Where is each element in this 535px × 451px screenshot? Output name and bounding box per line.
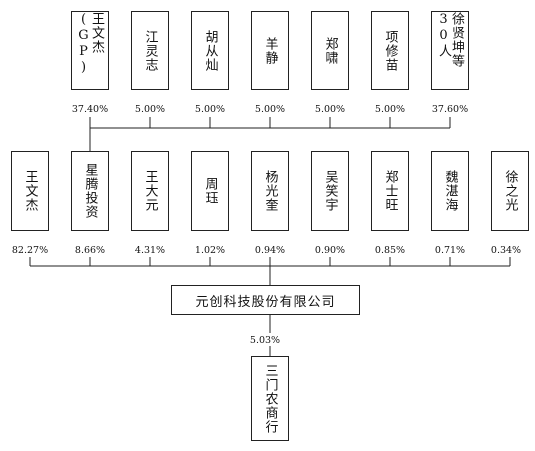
stake-label: 5.00%	[194, 104, 226, 115]
shareholder-name: 魏湛海	[442, 170, 458, 212]
company-box: 元创科技股份有限公司	[171, 285, 360, 315]
stake-label: 0.34%	[490, 245, 522, 256]
stake-label: 5.00%	[374, 104, 406, 115]
stake-label: 8.66%	[74, 245, 106, 256]
shareholder-name: 星腾投资	[82, 163, 98, 219]
shareholder-name: 郑士旺	[382, 170, 398, 212]
shareholder-box-wang-wenjie-gp: 王文杰(GP)	[71, 11, 109, 90]
target-name: 三门农商行	[262, 363, 278, 434]
shareholder-name: 胡从灿	[202, 29, 218, 72]
shareholder-box-xu-zhiguang: 徐之光	[491, 151, 529, 231]
shareholder-box-zhou-jue: 周珏	[191, 151, 229, 231]
stake-label: 1.02%	[194, 245, 226, 256]
company-name: 元创科技股份有限公司	[195, 294, 336, 310]
stake-label: 0.71%	[434, 245, 466, 256]
shareholder-name: 王大元	[142, 170, 158, 212]
shareholder-name: 杨光奎	[262, 170, 278, 212]
stake-label: 5.00%	[254, 104, 286, 115]
shareholder-box-wu-xiaoyu: 吴笑宇	[311, 151, 349, 231]
shareholder-box-hu-congcan: 胡从灿	[191, 11, 229, 90]
stake-label: 5.00%	[314, 104, 346, 115]
holding-stake-label: 5.03%	[249, 335, 281, 346]
stake-label: 37.60%	[431, 104, 469, 115]
shareholder-name: 徐之光	[502, 170, 518, 212]
shareholder-box-xu-xiankun-group: 徐贤坤等30人	[431, 11, 469, 90]
stake-label: 0.85%	[374, 245, 406, 256]
stake-label: 82.27%	[11, 245, 49, 256]
shareholder-box-yang-jing: 羊静	[251, 11, 289, 90]
shareholder-box-xiang-xiumiao: 项修苗	[371, 11, 409, 90]
shareholder-name: 江灵志	[142, 29, 158, 72]
stake-label: 5.00%	[134, 104, 166, 115]
shareholder-box-xingteng-investment: 星腾投资	[71, 151, 109, 231]
shareholder-name: 吴笑宇	[322, 170, 338, 212]
shareholder-box-zheng-shiwang: 郑士旺	[371, 151, 409, 231]
shareholder-name: 羊静	[262, 36, 278, 65]
stake-label: 37.40%	[71, 104, 109, 115]
stake-label: 0.94%	[254, 245, 286, 256]
shareholder-name: 王文杰(GP)	[76, 12, 104, 76]
shareholder-name: 郑啸	[322, 36, 338, 65]
shareholder-name: 王文杰	[22, 170, 38, 212]
shareholder-name: 周珏	[202, 177, 218, 205]
shareholder-box-yang-guangkui: 杨光奎	[251, 151, 289, 231]
shareholder-name: 徐贤坤等30人	[436, 12, 464, 68]
shareholder-box-wei-zhanhai: 魏湛海	[431, 151, 469, 231]
shareholder-name: 项修苗	[382, 29, 398, 72]
shareholder-box-wang-dayuan: 王大元	[131, 151, 169, 231]
stake-label: 4.31%	[134, 245, 166, 256]
stake-label: 0.90%	[314, 245, 346, 256]
shareholder-box-jiang-lingzhi: 江灵志	[131, 11, 169, 90]
shareholder-box-zheng-xiao: 郑啸	[311, 11, 349, 90]
target-box: 三门农商行	[251, 356, 289, 441]
shareholder-box-wang-wenjie: 王文杰	[11, 151, 49, 231]
